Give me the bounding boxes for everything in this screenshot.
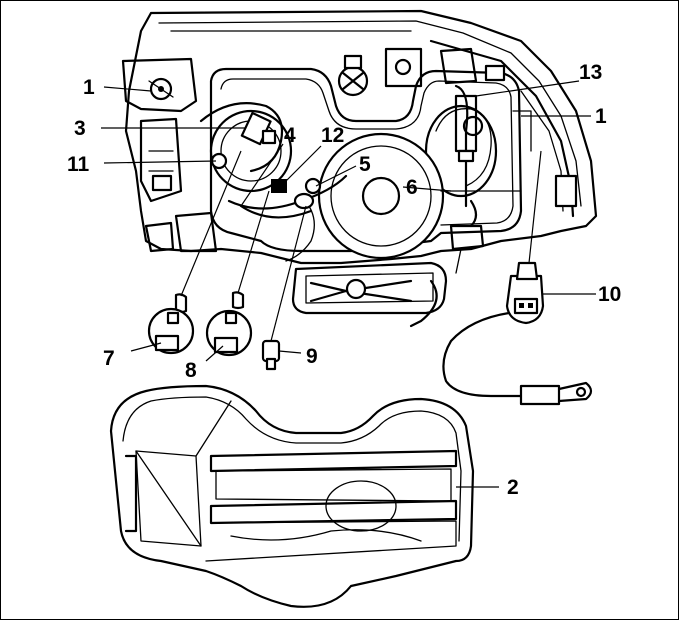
rear-cover	[109, 384, 475, 608]
bulb-7	[147, 293, 195, 355]
callout-13: 13	[579, 61, 602, 84]
callout-8: 8	[185, 359, 197, 382]
leader-lines	[101, 80, 596, 488]
callout-1-left: 1	[83, 76, 95, 99]
callout-9: 9	[306, 345, 318, 368]
callout-3: 3	[74, 117, 86, 140]
connector-10	[442, 261, 593, 406]
callout-11: 11	[67, 153, 90, 176]
callout-labels: 1 3 11 4 12 5 6 13 1 10 7 8 9 2	[67, 61, 621, 499]
callout-2: 2	[507, 476, 519, 499]
callout-7: 7	[103, 347, 115, 370]
callout-5: 5	[359, 153, 371, 176]
callout-10: 10	[598, 283, 621, 306]
callout-6: 6	[406, 176, 418, 199]
callout-12: 12	[321, 124, 344, 147]
bulb-9	[261, 339, 281, 371]
bulb-8	[205, 291, 253, 357]
callout-4: 4	[284, 124, 296, 147]
headlamp-housing	[121, 9, 598, 328]
callout-1-right: 1	[595, 105, 607, 128]
